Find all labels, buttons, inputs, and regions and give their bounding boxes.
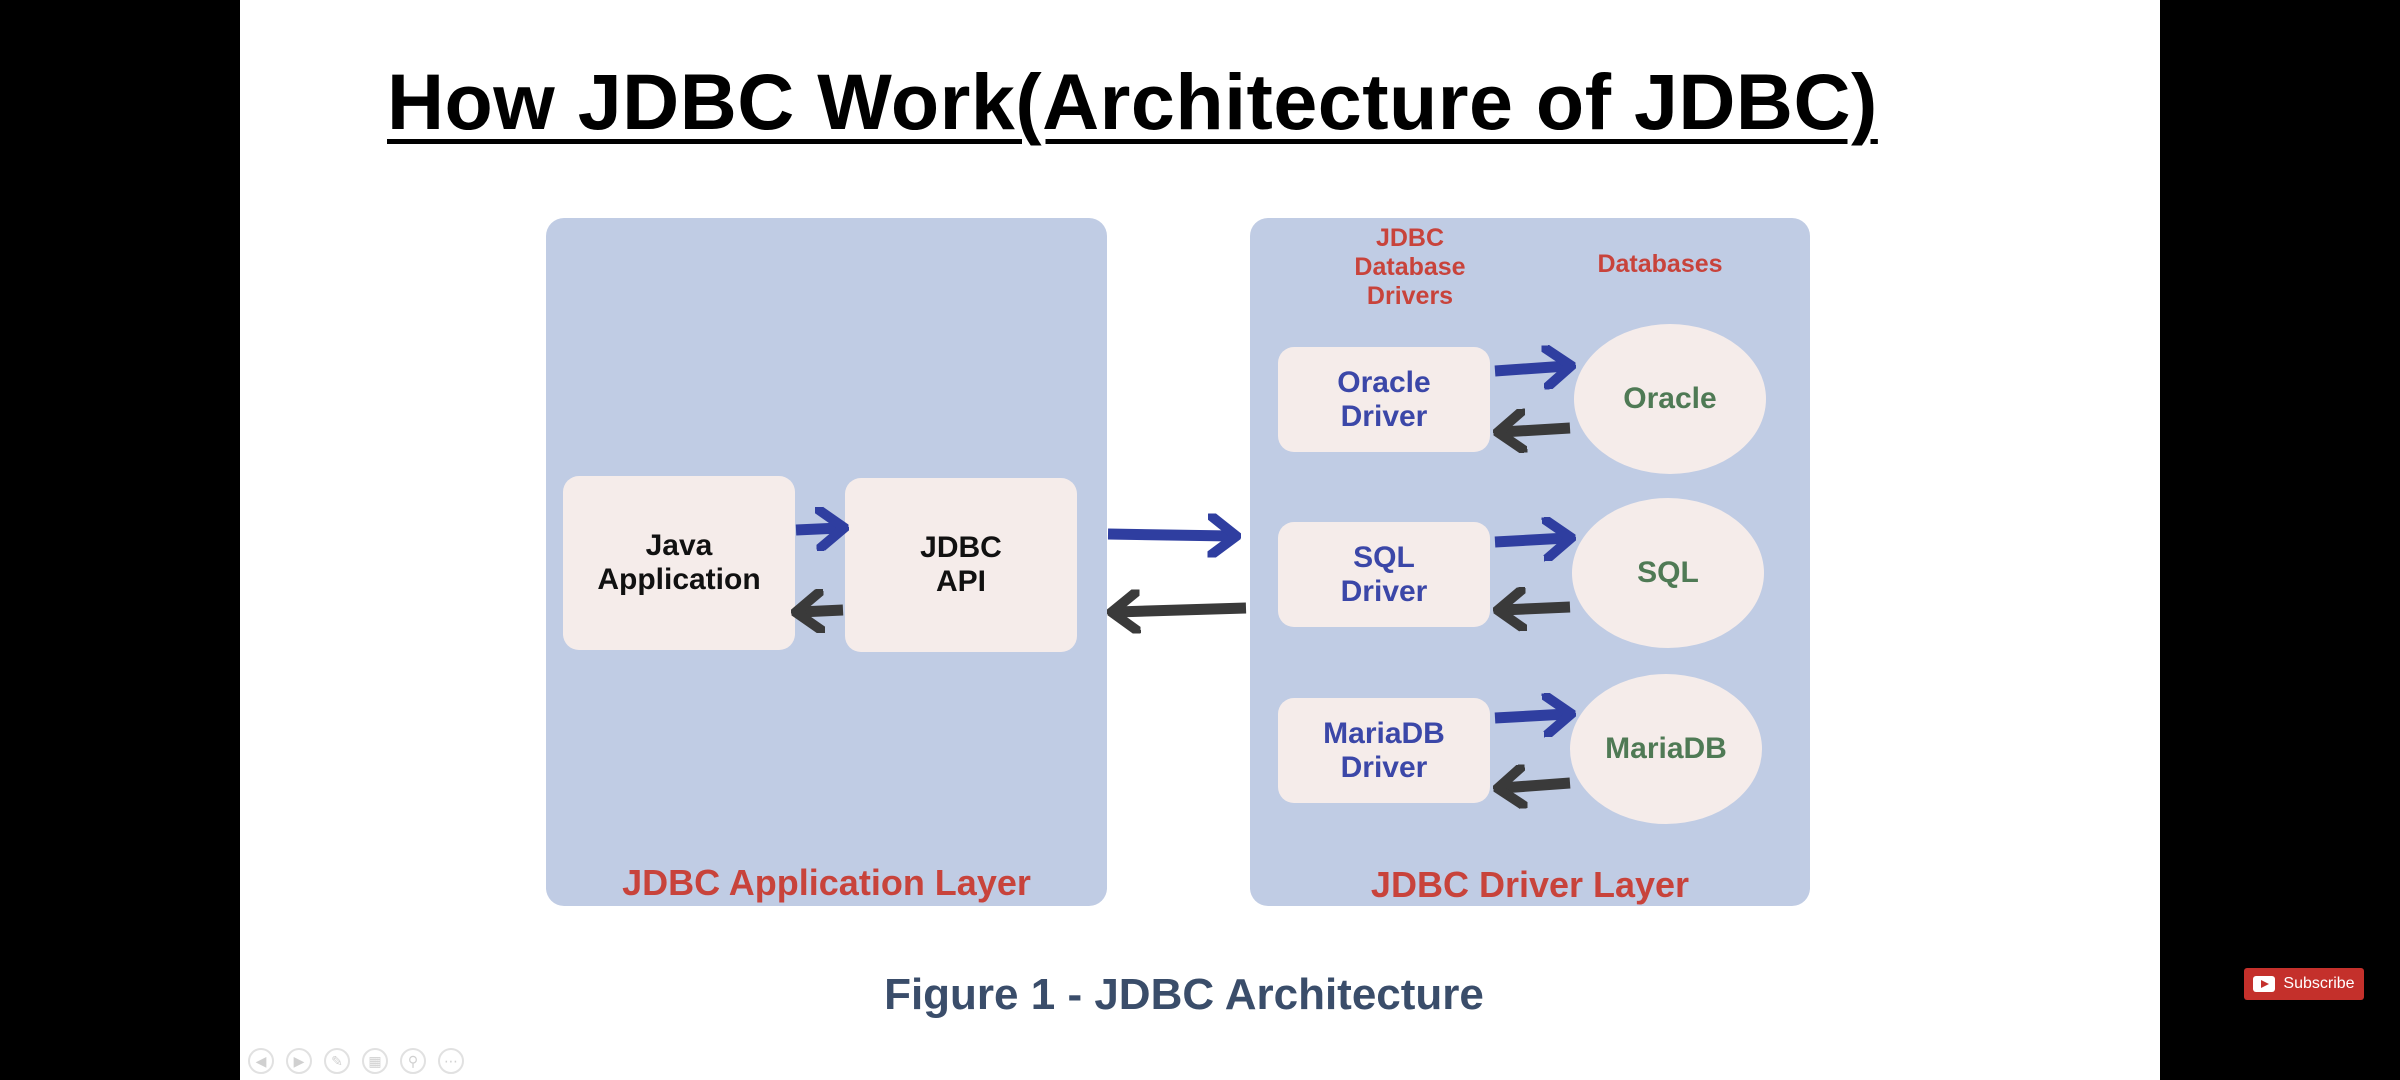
arrow-oracle-forward bbox=[1494, 366, 1567, 371]
oracle-driver-box: Oracle Driver bbox=[1278, 347, 1490, 452]
subscribe-button[interactable]: Subscribe bbox=[2244, 968, 2364, 1000]
arrow-mariadb-back bbox=[1502, 783, 1571, 788]
arrows-layer bbox=[240, 0, 2160, 1080]
application-layer-label: JDBC Application Layer bbox=[622, 862, 1031, 903]
arrow-sql-back bbox=[1502, 607, 1571, 610]
databases-heading: Databases bbox=[1597, 250, 1723, 278]
java-application-box: Java Application bbox=[563, 476, 795, 650]
arrow-sql-forward bbox=[1494, 538, 1567, 542]
slides-icon[interactable]: ▦ bbox=[362, 1048, 388, 1074]
slideshow-toolbar: ◀ ▶ ✎ ▦ ⚲ ⋯ bbox=[248, 1048, 464, 1074]
arrow-api-to-drivers bbox=[1107, 534, 1232, 536]
more-icon[interactable]: ⋯ bbox=[438, 1048, 464, 1074]
youtube-icon bbox=[2253, 976, 2276, 992]
zoom-icon[interactable]: ⚲ bbox=[400, 1048, 426, 1074]
figure-caption: Figure 1 - JDBC Architecture bbox=[884, 970, 1484, 1019]
next-icon[interactable]: ▶ bbox=[286, 1048, 312, 1074]
slide-title: How JDBC Work(Architecture of JDBC) bbox=[387, 57, 1878, 146]
jdbc-api-box: JDBC API bbox=[845, 478, 1077, 652]
sql-database: SQL bbox=[1572, 498, 1764, 648]
arrow-oracle-back bbox=[1502, 428, 1571, 432]
pen-icon[interactable]: ✎ bbox=[324, 1048, 350, 1074]
mariadb-driver-box: MariaDB Driver bbox=[1278, 698, 1490, 803]
arrow-drivers-to-api bbox=[1116, 608, 1247, 612]
sql-driver-box: SQL Driver bbox=[1278, 522, 1490, 627]
previous-icon[interactable]: ◀ bbox=[248, 1048, 274, 1074]
arrow-mariadb-forward bbox=[1494, 714, 1567, 718]
arrow-api-to-app bbox=[800, 610, 844, 612]
arrow-app-to-api bbox=[795, 528, 840, 530]
drivers-heading: JDBC Database Drivers bbox=[1354, 224, 1466, 310]
driver-layer-label: JDBC Driver Layer bbox=[1370, 864, 1690, 905]
slide-content: Java Application JDBC API JDBC Applicati… bbox=[240, 0, 2160, 1080]
subscribe-label: Subscribe bbox=[2283, 975, 2355, 992]
mariadb-database: MariaDB bbox=[1570, 674, 1762, 824]
oracle-database: Oracle bbox=[1574, 324, 1766, 474]
